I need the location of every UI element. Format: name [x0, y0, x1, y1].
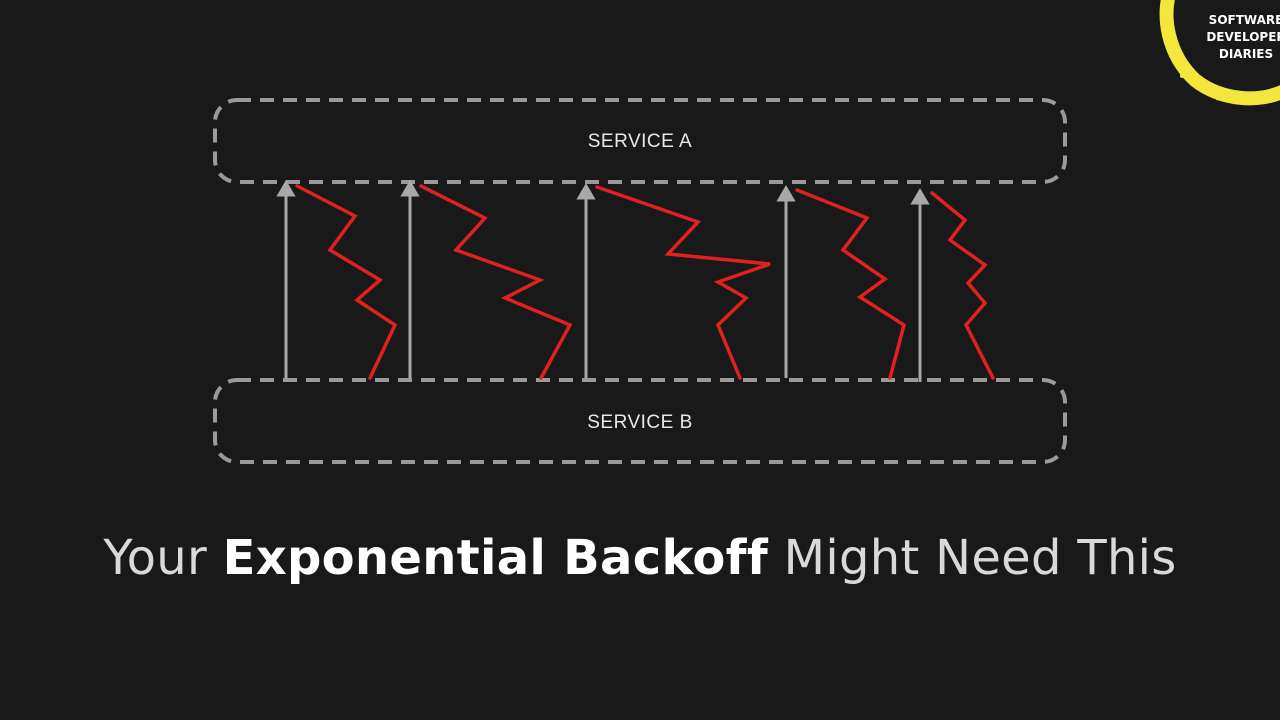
logo-ring-icon: [1159, 0, 1280, 106]
logo-line-2: DEVELOPER: [1206, 30, 1280, 44]
arrowhead-icon: [400, 180, 420, 197]
service-b-box: SERVICE B: [213, 378, 1067, 464]
logo-line-3: DIARIES: [1219, 47, 1273, 61]
request-arrows: [276, 180, 930, 382]
failure-bolts: [295, 184, 995, 380]
service-a-border: [213, 98, 1067, 184]
title-prefix: Your: [103, 530, 223, 586]
page-title: Your Exponential Backoff Might Need This: [0, 530, 1280, 586]
failure-bolt: [795, 188, 907, 380]
service-a-label: SERVICE A: [588, 131, 692, 152]
service-b-label: SERVICE B: [587, 412, 693, 433]
title-suffix: Might Need This: [768, 530, 1177, 586]
arrowhead-icon: [910, 188, 930, 205]
software-developer-diaries-logo: SOFTWARE DEVELOPER DIARIES: [1159, 0, 1280, 106]
title-emphasis: Exponential Backoff: [222, 530, 769, 586]
logo-splatter-icon: [1180, 74, 1184, 78]
logo-line-1: SOFTWARE: [1209, 13, 1280, 27]
logo-splatter-icon: [1268, 98, 1272, 102]
failure-bolt: [595, 185, 771, 380]
logo-splatter-icon: [1215, 95, 1221, 101]
arrowhead-icon: [776, 185, 796, 202]
arrowhead-icon: [276, 180, 296, 197]
failure-bolt: [930, 191, 995, 380]
failure-bolt: [419, 184, 573, 380]
failure-bolt: [295, 184, 398, 380]
service-b-border: [213, 378, 1067, 464]
service-a-box: SERVICE A: [213, 98, 1067, 184]
arrowhead-icon: [576, 183, 596, 200]
